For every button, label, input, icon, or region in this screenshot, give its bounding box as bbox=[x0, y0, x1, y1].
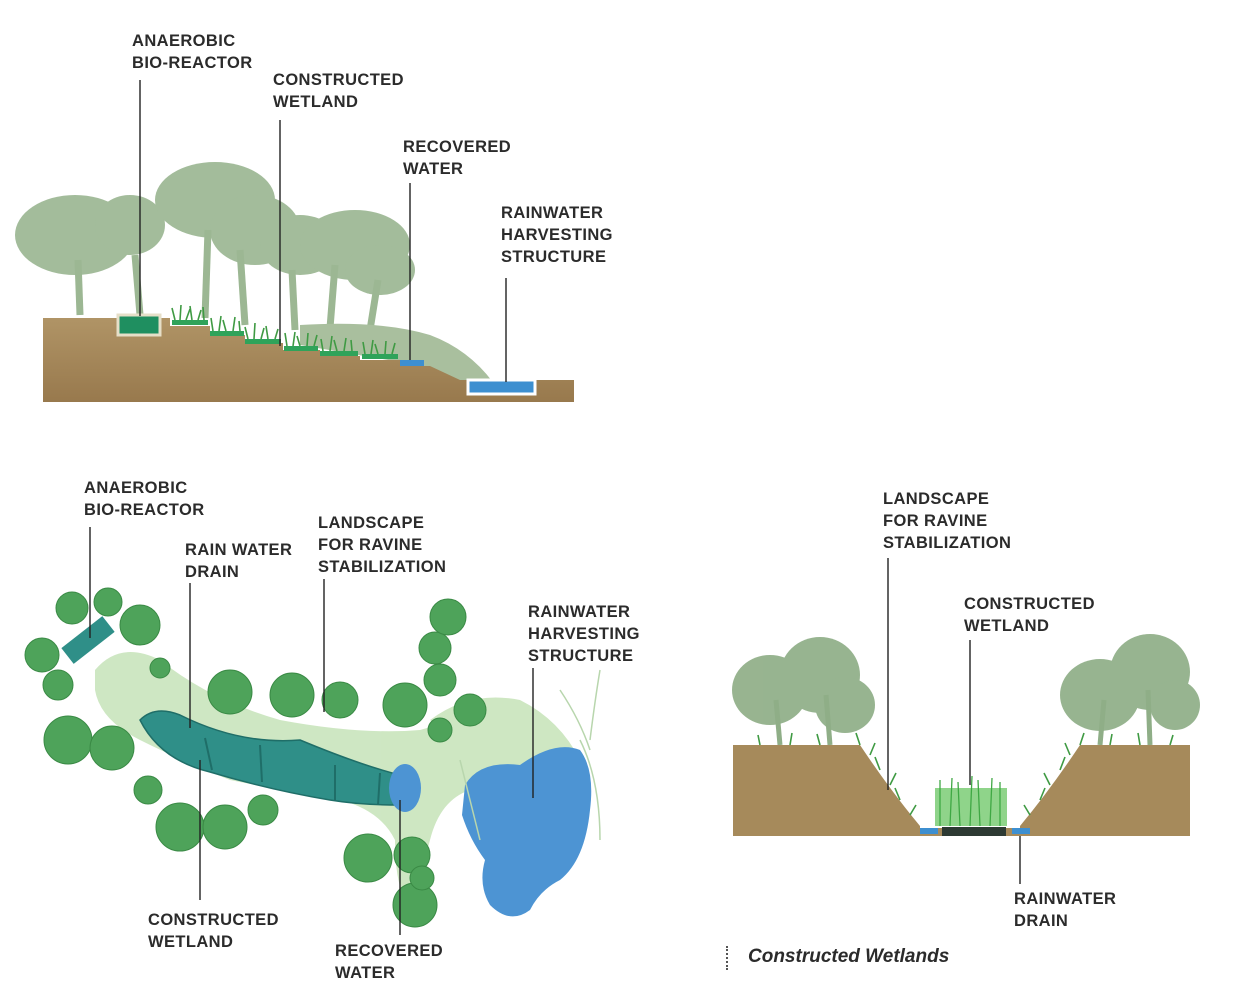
grass-tufts bbox=[171, 304, 396, 355]
ravine-soil-right bbox=[1020, 745, 1190, 836]
ravine-leader-lines bbox=[887, 558, 1021, 884]
top-section-drawing bbox=[15, 80, 574, 402]
ravine-reed-blades bbox=[939, 775, 1001, 827]
bioreactor-tank bbox=[116, 313, 162, 337]
caption-marker bbox=[726, 946, 732, 970]
ravine-soil-left bbox=[733, 745, 920, 836]
ravine-tree-trunks bbox=[773, 689, 1153, 746]
plan-bioreactor bbox=[61, 616, 115, 664]
ravine-drain-left bbox=[920, 828, 938, 834]
tree-trunks bbox=[74, 229, 382, 331]
figure-caption: Constructed Wetlands bbox=[748, 946, 950, 967]
harvesting-pond bbox=[462, 747, 592, 917]
wetland-cells bbox=[172, 320, 398, 359]
plan-recovered-water bbox=[389, 764, 421, 812]
plan-leader-lines bbox=[89, 527, 534, 935]
harvesting-tank bbox=[466, 378, 537, 396]
recovered-water-tank bbox=[400, 360, 424, 366]
stream-lines bbox=[459, 669, 601, 841]
leader-lines bbox=[139, 80, 507, 382]
ravine-tree-canopies bbox=[732, 634, 1200, 733]
ravine-wetland-base bbox=[942, 827, 1006, 836]
plan-drawing bbox=[24, 527, 601, 935]
drain-joints bbox=[204, 737, 381, 806]
ravine-drain-right bbox=[1012, 828, 1030, 834]
tree-canopies bbox=[15, 162, 415, 295]
ravine-bank-grass bbox=[757, 732, 1174, 816]
plan-tree-canopies bbox=[24, 587, 487, 928]
soil-section bbox=[43, 318, 574, 402]
